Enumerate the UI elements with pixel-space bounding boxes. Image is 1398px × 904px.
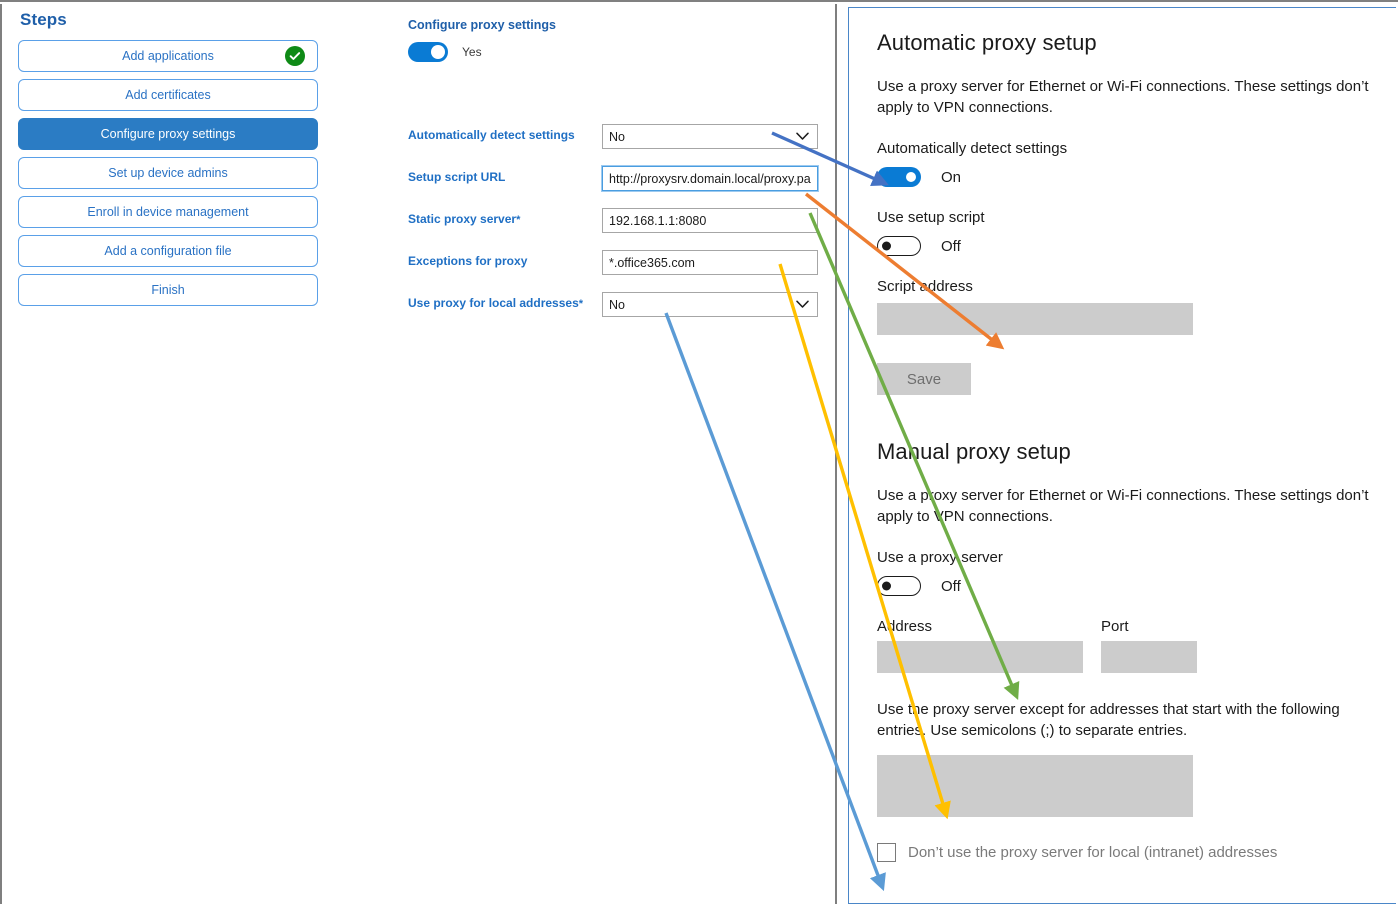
select-value: No	[609, 297, 625, 312]
use-a-proxy-server-label: Use a proxy server	[877, 549, 1003, 566]
use-a-proxy-server-toggle[interactable]	[877, 576, 921, 596]
field-label: Exceptions for proxy	[408, 254, 528, 268]
script-address-label: Script address	[877, 278, 973, 295]
step-label: Configure proxy settings	[100, 127, 236, 141]
field-label: Automatically detect settings	[408, 128, 575, 142]
proxy-exceptions-input[interactable]	[877, 755, 1193, 817]
manual-proxy-setup-description: Use a proxy server for Ethernet or Wi-Fi…	[877, 487, 1369, 525]
automatically-detect-settings-select[interactable]: No	[602, 124, 818, 149]
step-label: Add certificates	[125, 88, 211, 102]
field-label: Static proxy server*	[408, 212, 521, 226]
bypass-local-addresses-row: Don’t use the proxy server for local (in…	[877, 843, 1396, 862]
middle-frame-border	[835, 4, 837, 904]
address-port-row: Address Port	[877, 618, 1396, 673]
use-setup-script-toggle[interactable]	[877, 236, 921, 256]
configure-proxy-toggle[interactable]	[408, 42, 448, 62]
field-static-proxy-server: Static proxy server* 192.168.1.1:8080	[408, 208, 828, 234]
input-value: http://proxysrv.domain.local/proxy.pa	[609, 171, 811, 186]
check-circle-icon	[285, 46, 305, 66]
select-value: No	[609, 129, 625, 144]
port-input[interactable]	[1101, 641, 1197, 673]
manual-proxy-setup-heading: Manual proxy setup	[877, 439, 1071, 464]
setup-script-url-input[interactable]: http://proxysrv.domain.local/proxy.pa	[601, 165, 819, 192]
left-frame-border	[0, 4, 2, 904]
automatically-detect-settings-label: Automatically detect settings	[877, 140, 1068, 157]
step-button-add-applications[interactable]: Add applications	[18, 40, 318, 72]
field-setup-script-url: Setup script URL http://proxysrv.domain.…	[408, 165, 828, 192]
use-a-proxy-server-state: Off	[941, 577, 961, 595]
automatically-detect-settings-state: On	[941, 168, 962, 186]
field-automatically-detect-settings: Automatically detect settings No	[408, 124, 828, 150]
step-label: Set up device admins	[108, 166, 228, 180]
save-button[interactable]: Save	[877, 363, 971, 395]
step-button-set-up-device-admins[interactable]: Set up device admins	[18, 157, 318, 189]
use-setup-script-state: Off	[941, 237, 961, 255]
bypass-local-addresses-checkbox[interactable]	[877, 843, 896, 862]
configure-proxy-toggle-row: Yes	[408, 42, 828, 62]
configure-proxy-toggle-label: Yes	[462, 45, 482, 59]
use-setup-script-label: Use setup script	[877, 209, 985, 226]
script-address-input[interactable]	[877, 303, 1193, 335]
proxy-form-panel: Configure proxy settings Yes Automatical…	[408, 18, 828, 317]
field-label: Setup script URL	[408, 170, 506, 184]
step-label: Finish	[151, 283, 185, 297]
use-a-proxy-server-toggle-row: Off	[877, 576, 1396, 596]
step-button-enroll-in-device-management[interactable]: Enroll in device management	[18, 196, 318, 228]
step-button-finish[interactable]: Finish	[18, 274, 318, 306]
step-label: Add a configuration file	[104, 244, 232, 258]
steps-panel: Steps Add applications Add certificates …	[18, 10, 318, 313]
bypass-local-addresses-label: Don’t use the proxy server for local (in…	[908, 844, 1278, 861]
input-value: 192.168.1.1:8080	[609, 213, 707, 228]
use-proxy-for-local-addresses-select[interactable]: No	[602, 292, 818, 317]
port-column: Port	[1101, 618, 1197, 673]
chevron-down-icon	[796, 130, 809, 144]
port-label: Port	[1101, 618, 1129, 635]
input-value: *.office365.com	[609, 255, 695, 270]
field-use-proxy-for-local-addresses: Use proxy for local addresses* No	[408, 292, 828, 318]
form-heading: Configure proxy settings	[408, 18, 556, 32]
automatically-detect-settings-toggle-row: On	[877, 167, 1396, 187]
use-setup-script-toggle-row: Off	[877, 236, 1396, 256]
automatically-detect-settings-toggle[interactable]	[877, 167, 921, 187]
field-exceptions-for-proxy: Exceptions for proxy *.office365.com	[408, 250, 828, 276]
step-label: Add applications	[122, 49, 214, 63]
address-input[interactable]	[877, 641, 1083, 673]
automatic-proxy-setup-description: Use a proxy server for Ethernet or Wi-Fi…	[877, 78, 1369, 116]
windows-proxy-settings-panel: Automatic proxy setup Use a proxy server…	[848, 7, 1396, 904]
address-label: Address	[877, 618, 933, 635]
field-label: Use proxy for local addresses*	[408, 296, 584, 310]
address-column: Address	[877, 618, 1083, 673]
step-button-add-certificates[interactable]: Add certificates	[18, 79, 318, 111]
step-button-configure-proxy-settings[interactable]: Configure proxy settings	[18, 118, 318, 150]
chevron-down-icon	[796, 298, 809, 312]
automatic-proxy-setup-heading: Automatic proxy setup	[877, 30, 1097, 55]
step-button-add-a-configuration-file[interactable]: Add a configuration file	[18, 235, 318, 267]
proxy-exceptions-description: Use the proxy server except for addresse…	[877, 701, 1340, 739]
steps-title: Steps	[20, 10, 67, 29]
exceptions-for-proxy-input[interactable]: *.office365.com	[602, 250, 818, 275]
static-proxy-server-input[interactable]: 192.168.1.1:8080	[602, 208, 818, 233]
step-label: Enroll in device management	[87, 205, 249, 219]
